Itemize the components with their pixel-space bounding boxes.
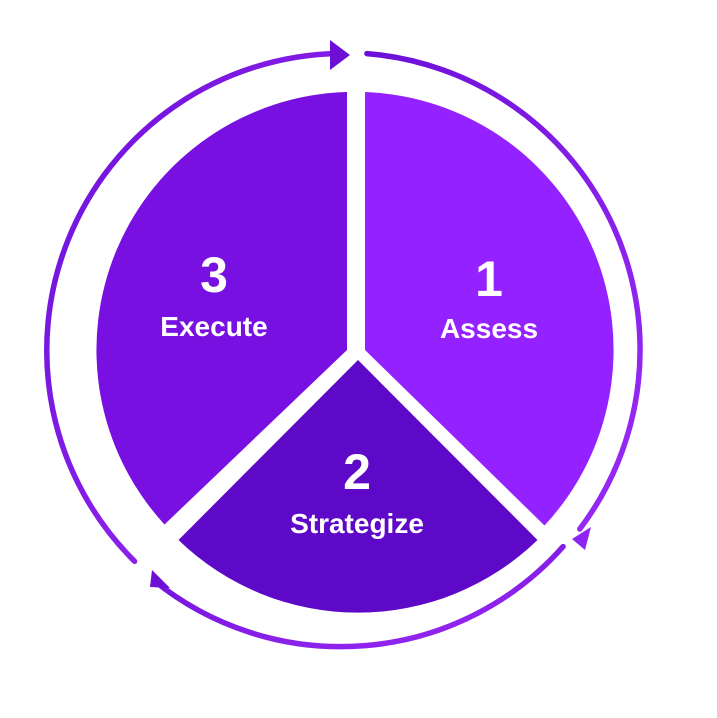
segment-3-number: 3 xyxy=(200,247,228,303)
segment-execute xyxy=(96,92,347,525)
segment-3-label: Execute xyxy=(160,311,267,342)
arrow-head-right xyxy=(572,527,591,550)
arrow-head-left xyxy=(150,570,170,588)
segment-assess xyxy=(365,92,614,526)
segment-1-number: 1 xyxy=(475,251,503,307)
segment-2-number: 2 xyxy=(343,444,371,500)
ring-arc-top-right xyxy=(364,50,643,532)
ring-arc-bottom xyxy=(151,543,566,650)
cycle-ring xyxy=(44,50,643,650)
arrow-head-top xyxy=(330,40,350,70)
ring-arc-left xyxy=(44,50,341,565)
segment-strategize xyxy=(178,360,538,613)
segment-2-label: Strategize xyxy=(290,508,424,539)
segment-1-label: Assess xyxy=(440,313,538,344)
